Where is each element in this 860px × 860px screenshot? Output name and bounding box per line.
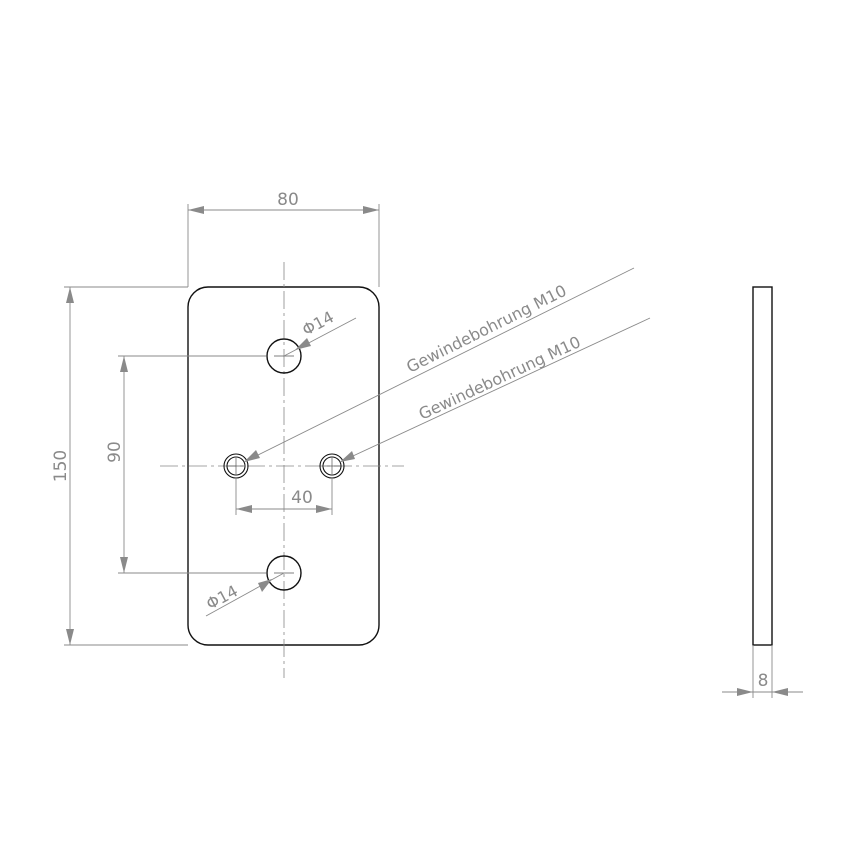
dimension-thickness-label: 8 [758, 671, 769, 691]
callout-diameter-top [283, 317, 357, 357]
dimension-width-label: 80 [277, 190, 299, 210]
callout-diameter-bottom [205, 572, 285, 617]
dimension-hole-spacing-horizontal-label: 40 [291, 488, 313, 508]
dimension-thickness [722, 645, 803, 698]
callout-thread-1 [243, 267, 635, 463]
dimension-hole-spacing-vertical-label: 90 [105, 441, 125, 463]
dimension-height-label: 150 [51, 450, 71, 482]
dimension-hole-spacing-vertical [118, 355, 266, 574]
dimension-hole-spacing-horizontal [235, 478, 333, 515]
callout-diameter-bottom-label: Φ14 [203, 581, 241, 613]
dimension-height [64, 286, 188, 646]
callout-thread-2 [339, 317, 651, 463]
dimension-width [187, 204, 380, 287]
side-view-outline [752, 286, 773, 646]
callout-diameter-top-label: Φ14 [299, 307, 337, 339]
